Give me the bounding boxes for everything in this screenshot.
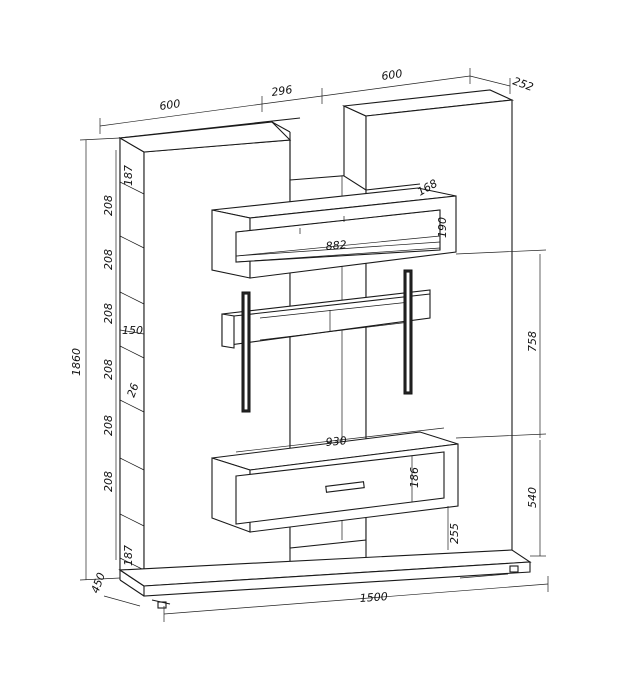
dim-190: 190 [436, 217, 449, 238]
dim-186: 186 [408, 467, 421, 488]
dim-187-bottom: 187 [122, 545, 135, 566]
tv-bracket [221, 269, 431, 413]
dim-height-1860: 1860 [70, 348, 83, 376]
dim-26: 26 [125, 381, 142, 399]
upper-shelf [211, 187, 457, 279]
dim-150: 150 [122, 324, 143, 337]
dim-450: 450 [89, 571, 108, 595]
dim-1500: 1500 [359, 590, 388, 605]
dim-758: 758 [526, 331, 539, 352]
dim-top-gap-296: 296 [271, 83, 294, 99]
dim-208-6: 208 [102, 471, 115, 492]
plinth [118, 549, 532, 609]
left-open-shelves [119, 137, 145, 588]
dim-208-3: 208 [102, 303, 115, 324]
dim-top-right-600: 600 [381, 67, 404, 83]
dim-187-top: 187 [122, 165, 135, 186]
dim-930: 930 [325, 434, 347, 449]
dimension-lines [79, 68, 549, 622]
dim-depth-252: 252 [511, 75, 535, 94]
dim-882: 882 [325, 238, 347, 253]
dim-540: 540 [526, 487, 539, 508]
dim-208-5: 208 [102, 415, 115, 436]
dim-208-2: 208 [102, 249, 115, 270]
dim-top-left-600: 600 [159, 97, 182, 113]
dim-208-4: 208 [102, 359, 115, 380]
dim-208-1: 208 [102, 195, 115, 216]
lower-cabinet [211, 431, 459, 533]
dim-255: 255 [448, 523, 461, 544]
dimension-labels: 600 296 600 252 1860 187 208 208 208 208… [70, 67, 539, 605]
